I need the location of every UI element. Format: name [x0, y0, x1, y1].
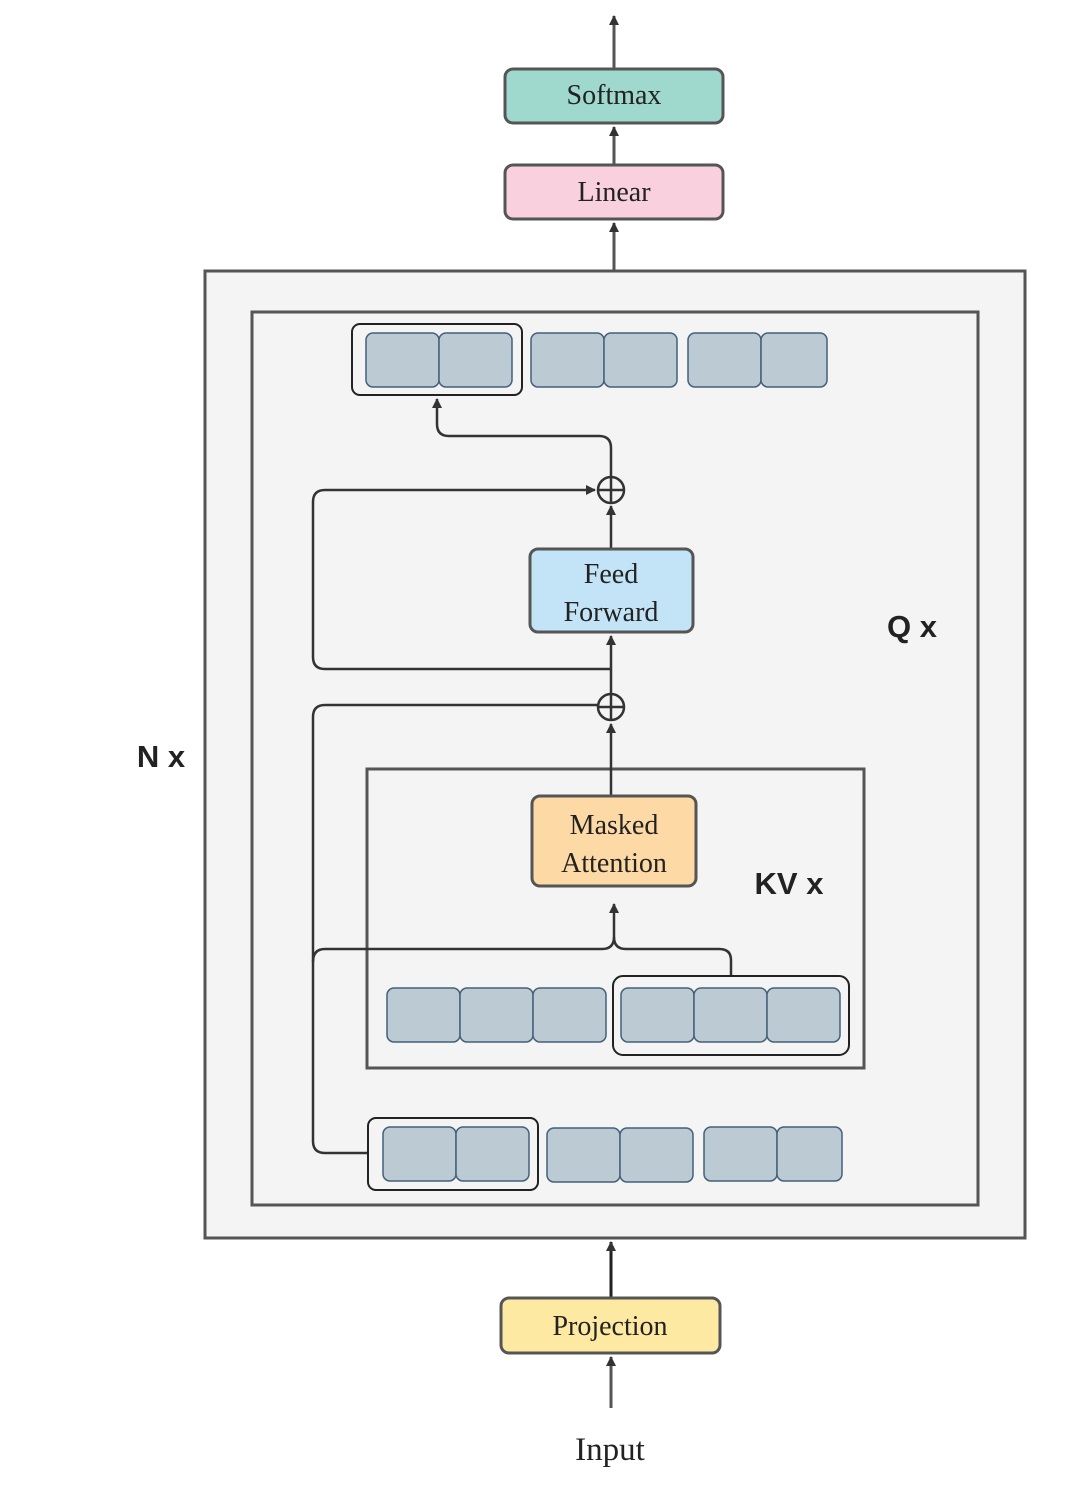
token	[455, 1126, 530, 1182]
token	[620, 987, 695, 1043]
feed-forward-label-line2: Forward	[564, 597, 659, 628]
q-loop-label: Q x	[887, 609, 938, 644]
kv-loop-label: KV x	[755, 866, 825, 901]
token	[532, 987, 607, 1043]
softmax-label: Softmax	[567, 80, 662, 111]
feed-forward-block	[528, 547, 695, 634]
token	[766, 987, 841, 1043]
token	[459, 987, 534, 1043]
query-token-row	[382, 1126, 843, 1183]
token	[546, 1127, 621, 1183]
residual-attn-path	[311, 703, 598, 1155]
output-token-group	[351, 323, 523, 396]
add-to-output-arrow	[432, 398, 613, 477]
token	[438, 332, 513, 388]
softmax-block	[503, 67, 725, 125]
token	[687, 332, 762, 388]
token	[703, 1126, 778, 1182]
add-icon	[596, 692, 626, 722]
projection-label: Projection	[552, 1311, 667, 1342]
residual-ff-arrow	[311, 485, 611, 671]
masked-attention-block	[530, 794, 698, 888]
kv-to-attention-path	[612, 936, 733, 975]
masked-attention-label-line2: Attention	[561, 848, 667, 879]
token	[382, 1126, 457, 1182]
linear-block	[503, 163, 725, 221]
kv-token-row	[386, 987, 841, 1043]
feed-forward-label-line1: Feed	[584, 559, 638, 590]
token	[530, 332, 605, 388]
token	[693, 987, 768, 1043]
input-label: Input	[575, 1432, 645, 1468]
token	[386, 987, 461, 1043]
add-icon	[596, 475, 626, 505]
query-token-group	[367, 1117, 539, 1191]
masked-attention-label-line1: Masked	[570, 810, 659, 841]
token	[619, 1127, 694, 1183]
token	[760, 332, 828, 388]
q-loop-box	[250, 310, 980, 1207]
n-loop-label: N x	[137, 739, 186, 774]
token	[365, 332, 440, 388]
token	[776, 1126, 843, 1182]
token	[603, 332, 678, 388]
projection-block	[499, 1296, 722, 1355]
output-token-row	[365, 332, 828, 388]
linear-label: Linear	[577, 177, 651, 208]
kv-token-group	[612, 975, 850, 1056]
